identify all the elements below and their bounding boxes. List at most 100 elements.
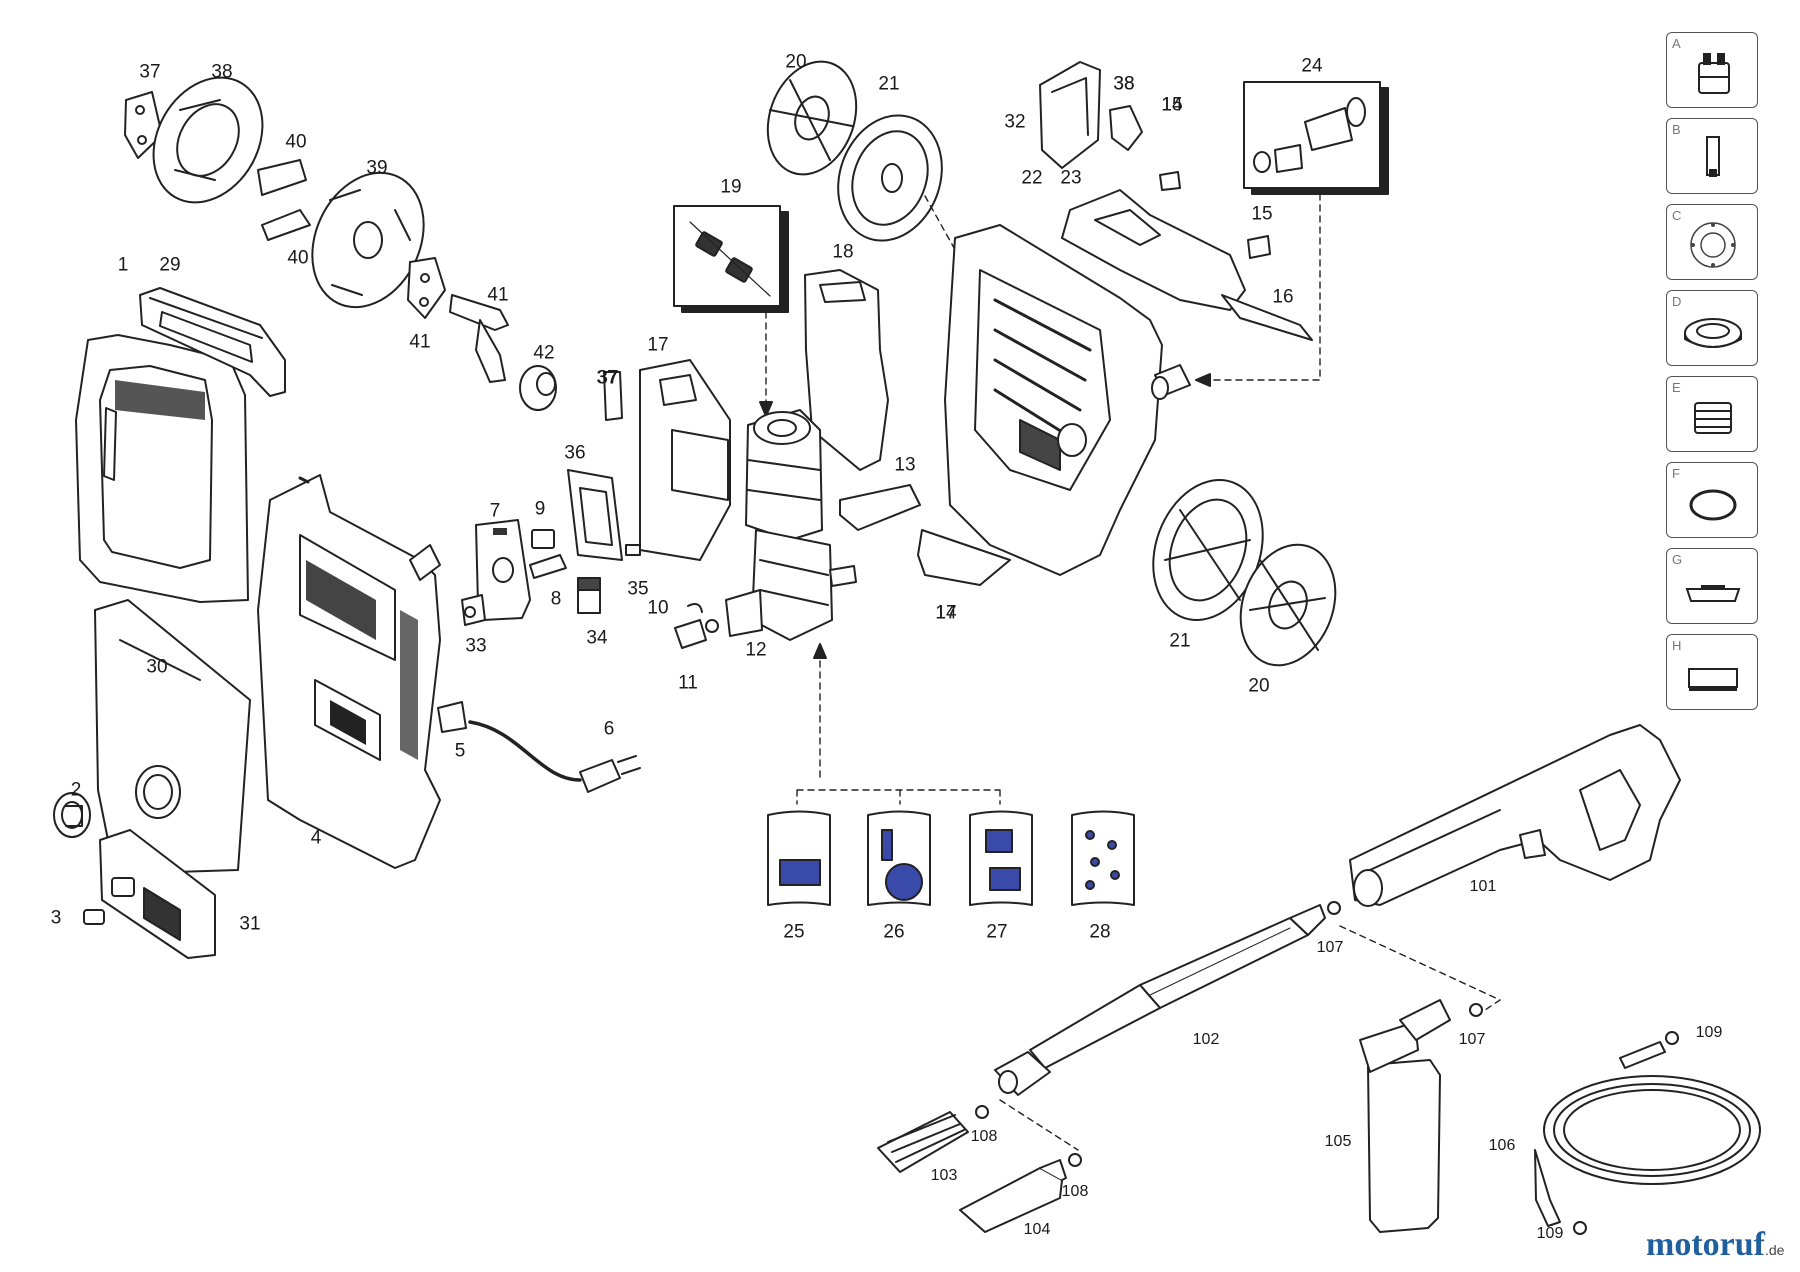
seal-ring-icon xyxy=(1684,318,1742,348)
part-cable-gland-5 xyxy=(437,701,467,733)
part-rear-housing xyxy=(257,474,441,869)
part-label: 31 xyxy=(239,913,261,935)
disc-icon xyxy=(1690,222,1736,268)
part-label: 15 xyxy=(1251,203,1273,225)
part-label: 105 xyxy=(1324,1133,1352,1150)
part-turbo-nozzle xyxy=(877,1111,969,1173)
part-lance xyxy=(1029,904,1326,1069)
part-hook-38 xyxy=(1109,105,1143,151)
part-crank-knob xyxy=(519,365,557,411)
part-label: 21 xyxy=(878,73,900,95)
part-valve-11 xyxy=(674,619,719,649)
legend-box-h: H xyxy=(1666,634,1758,710)
part-label: 109 xyxy=(1536,1225,1564,1242)
part-label: 11 xyxy=(678,672,698,694)
part-label: 15 xyxy=(1161,94,1183,116)
part-label: 36 xyxy=(564,442,586,464)
pin-icon xyxy=(1706,136,1720,177)
site-logo[interactable]: motoruf.de xyxy=(1646,1226,1784,1264)
part-label: 23 xyxy=(1060,167,1082,189)
part-label: 41 xyxy=(487,284,509,306)
part-cord-holder-32 xyxy=(1039,61,1101,169)
part-label: 18 xyxy=(832,241,854,263)
part-label: 13 xyxy=(894,454,916,476)
o-ring-icon xyxy=(1689,489,1737,521)
part-capacitor-34 xyxy=(577,577,601,614)
leader-arrow xyxy=(1195,373,1211,387)
legend-letter: C xyxy=(1672,208,1682,223)
part-tab-35 xyxy=(625,544,641,556)
part-label: 14 xyxy=(935,602,957,624)
part-label: 19 xyxy=(720,176,742,198)
part-label: 21 xyxy=(1169,630,1191,652)
part-label: 20 xyxy=(785,51,807,73)
bag-26 xyxy=(867,810,931,906)
part-connector-15-top xyxy=(1159,171,1181,191)
part-label: 7 xyxy=(489,500,501,522)
oring-108-a xyxy=(975,1105,989,1119)
part-label: 32 xyxy=(1004,111,1026,133)
part-label: 3 xyxy=(50,907,62,929)
part-brush-box xyxy=(673,205,789,313)
legend-letter: D xyxy=(1672,294,1682,309)
part-plug-33 xyxy=(461,594,486,626)
part-label: 17 xyxy=(647,334,669,356)
part-label: 14 xyxy=(1161,94,1183,116)
part-connector-15-right xyxy=(1247,235,1271,259)
part-label: 42 xyxy=(533,342,555,364)
part-main-housing xyxy=(944,224,1163,576)
part-label: 6 xyxy=(603,718,615,740)
legend-letter: F xyxy=(1672,466,1680,481)
oring-108-b xyxy=(1068,1153,1082,1167)
part-label: 37 xyxy=(597,367,619,389)
part-crank xyxy=(449,294,509,383)
legend-box-e: E xyxy=(1666,376,1758,452)
part-wheel-top xyxy=(837,114,943,242)
part-connector-8 xyxy=(529,554,567,579)
part-label: 38 xyxy=(211,61,233,83)
part-knob xyxy=(53,792,91,838)
part-label: 24 xyxy=(1301,55,1323,77)
part-label: 37 xyxy=(596,367,618,389)
part-label: 1 xyxy=(117,254,129,276)
part-label: 34 xyxy=(586,627,608,649)
gasket-icon xyxy=(1685,585,1741,602)
legend-letter: G xyxy=(1672,552,1683,567)
part-motor-pump xyxy=(725,409,857,641)
leader-dashed xyxy=(1199,193,1321,381)
part-label: 30 xyxy=(146,656,168,678)
logo-suffix: .de xyxy=(1764,1242,1785,1258)
leader-dashed xyxy=(1339,925,1501,1011)
legend-box-f: F xyxy=(1666,462,1758,538)
part-front-panel xyxy=(94,599,251,873)
part-label: 16 xyxy=(1272,286,1294,308)
part-reel-clip xyxy=(261,209,311,241)
part-label: 10 xyxy=(647,597,669,619)
bag-27 xyxy=(969,810,1033,906)
part-label: 5 xyxy=(454,740,466,762)
leader-arrow xyxy=(759,401,773,417)
leader-dashed xyxy=(999,1099,1079,1151)
part-spray-gun xyxy=(1349,724,1681,907)
part-label: 108 xyxy=(970,1128,998,1145)
part-top-handle xyxy=(139,287,286,397)
part-front-cover xyxy=(75,334,249,603)
part-label: 33 xyxy=(465,635,487,657)
legend-box-b: B xyxy=(1666,118,1758,194)
part-lance-coupling xyxy=(994,1051,1051,1096)
part-label: 4 xyxy=(310,827,322,849)
part-label: 107 xyxy=(1316,939,1344,956)
leader-bracket xyxy=(796,789,1001,805)
part-label: 22 xyxy=(1021,167,1043,189)
part-small-clip xyxy=(83,909,105,925)
legend-box-d: D xyxy=(1666,290,1758,366)
part-label: 41 xyxy=(409,331,431,353)
part-lower-trim xyxy=(99,829,216,959)
part-seal-14 xyxy=(917,529,1011,586)
part-seal-13 xyxy=(839,484,921,531)
part-clip-37 xyxy=(603,371,623,421)
part-label: 2 xyxy=(70,779,82,801)
part-label: 102 xyxy=(1192,1031,1220,1048)
part-motor-shell xyxy=(804,269,889,471)
